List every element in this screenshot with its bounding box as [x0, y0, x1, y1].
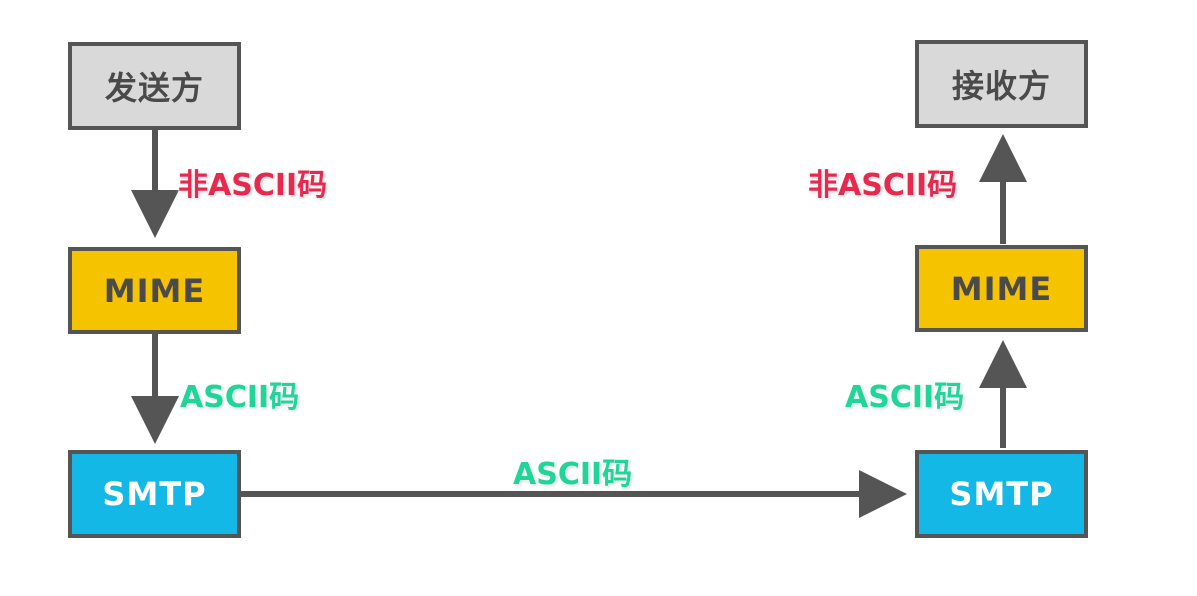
transfer-ascii-label: ASCII码 — [513, 457, 633, 492]
receiver-ascii-label: ASCII码 — [845, 380, 965, 415]
receiver-smtp-box: SMTP — [915, 450, 1088, 538]
sender-non-ascii-label: 非ASCII码 — [178, 168, 328, 203]
receiver-non-ascii-label: 非ASCII码 — [808, 168, 958, 203]
receiver-mime-label: MIME — [950, 269, 1053, 308]
receiver-mime-box: MIME — [915, 245, 1088, 332]
sender-mime-box: MIME — [68, 247, 241, 334]
sender-smtp-box: SMTP — [68, 450, 241, 538]
receiver-smtp-label: SMTP — [949, 475, 1054, 513]
sender-ascii-label: ASCII码 — [180, 380, 300, 415]
receiver-title: 接收方 — [951, 67, 1051, 105]
sender-title: 发送方 — [104, 69, 204, 107]
sender-mime-label: MIME — [103, 271, 206, 310]
receiver-box: 接收方 — [915, 40, 1088, 128]
sender-box: 发送方 — [68, 42, 241, 130]
sender-smtp-label: SMTP — [102, 475, 207, 513]
